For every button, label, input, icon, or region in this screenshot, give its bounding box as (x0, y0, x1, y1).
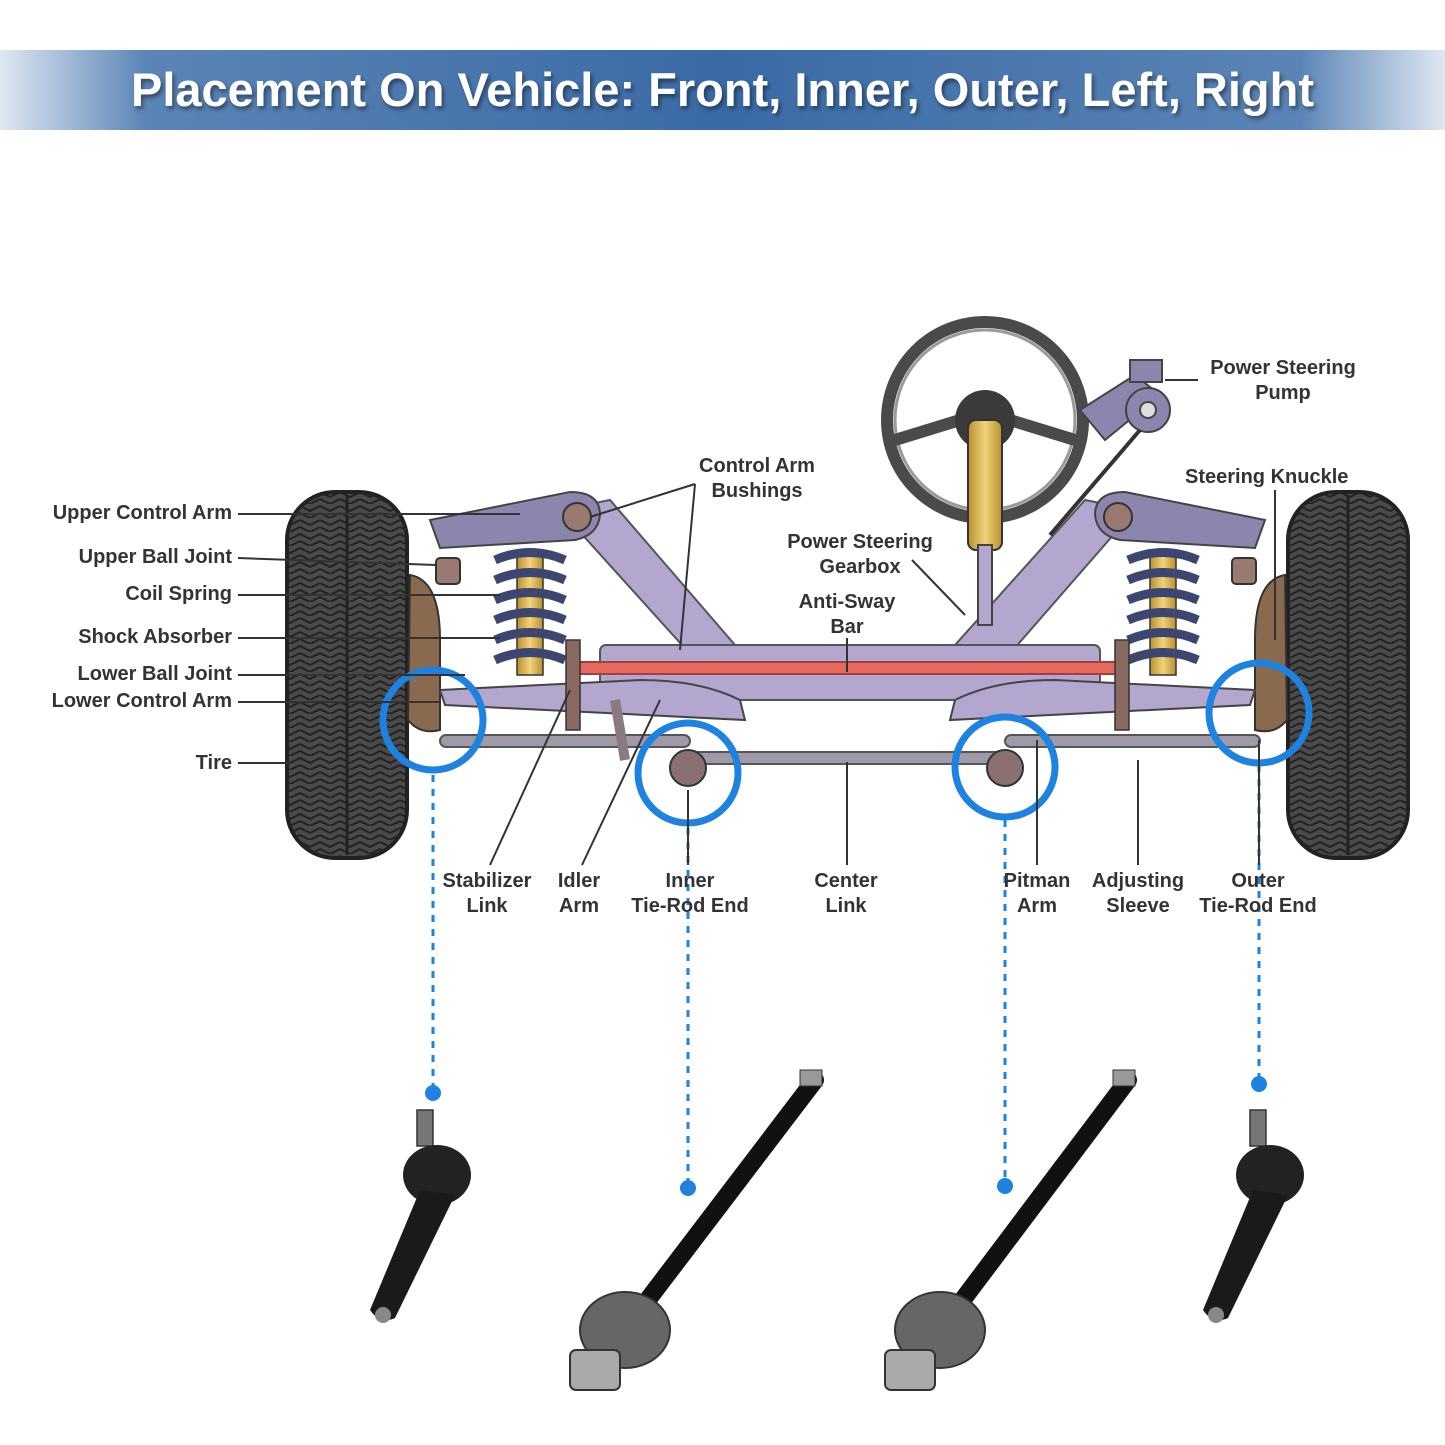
right-coil-spring (1126, 548, 1200, 676)
label-anti-sway-bar: Anti-Sway Bar (798, 591, 896, 638)
right-lower-control-arm (948, 678, 1257, 722)
label-power-steering-gearbox: Power Steering Gearbox (787, 531, 933, 578)
dashed-connectors (431, 765, 1261, 1185)
right-upper-control-arm (1093, 490, 1267, 550)
left-coil-spring (493, 548, 567, 676)
tie-rod-end-icon-left (370, 1109, 471, 1323)
label-control-arm-bushings: Control Arm Bushings (699, 455, 815, 502)
header-banner: Placement On Vehicle: Front, Inner, Oute… (0, 50, 1445, 130)
label-steering-knuckle: Steering Knuckle (1185, 466, 1349, 488)
page-title: Placement On Vehicle: Front, Inner, Oute… (130, 63, 1315, 116)
steering-linkage (439, 699, 1261, 765)
label-coil-spring: Coil Spring (125, 583, 232, 605)
label-power-steering-pump: Power Steering Pump (1210, 357, 1356, 404)
label-inner-tie-rod-end: Inner Tie-Rod End (631, 870, 749, 917)
label-outer-tie-rod-end: Outer Tie-Rod End (1199, 870, 1317, 917)
label-lower-ball-joint: Lower Ball Joint (77, 663, 232, 685)
right-steering-knuckle (1254, 573, 1289, 733)
left-upper-control-arm (428, 490, 602, 550)
label-center-link: Center Link (814, 870, 878, 917)
label-stabilizer-link: Stabilizer Link (442, 870, 532, 917)
label-tire: Tire (195, 752, 232, 774)
steering-column (967, 419, 1003, 551)
left-steering-knuckle (406, 573, 441, 733)
label-pitman-arm: Pitman Arm (1003, 870, 1071, 917)
right-tire-icon (1286, 490, 1410, 860)
tie-rod-end-icon-right (1203, 1109, 1304, 1323)
label-idler-arm: Idler Arm (557, 870, 601, 917)
inner-tie-rod-icon-left (569, 1069, 824, 1391)
label-upper-ball-joint: Upper Ball Joint (78, 546, 232, 568)
label-lower-control-arm: Lower Control Arm (51, 690, 232, 712)
inner-tie-rod-icon-right (884, 1069, 1137, 1391)
label-upper-control-arm: Upper Control Arm (52, 502, 232, 524)
left-lower-control-arm (438, 678, 747, 722)
label-shock-absorber: Shock Absorber (78, 626, 232, 648)
power-steering-pump (1048, 359, 1171, 537)
leader-lines (237, 379, 1276, 866)
label-adjusting-sleeve: Adjusting Sleeve (1091, 870, 1185, 917)
